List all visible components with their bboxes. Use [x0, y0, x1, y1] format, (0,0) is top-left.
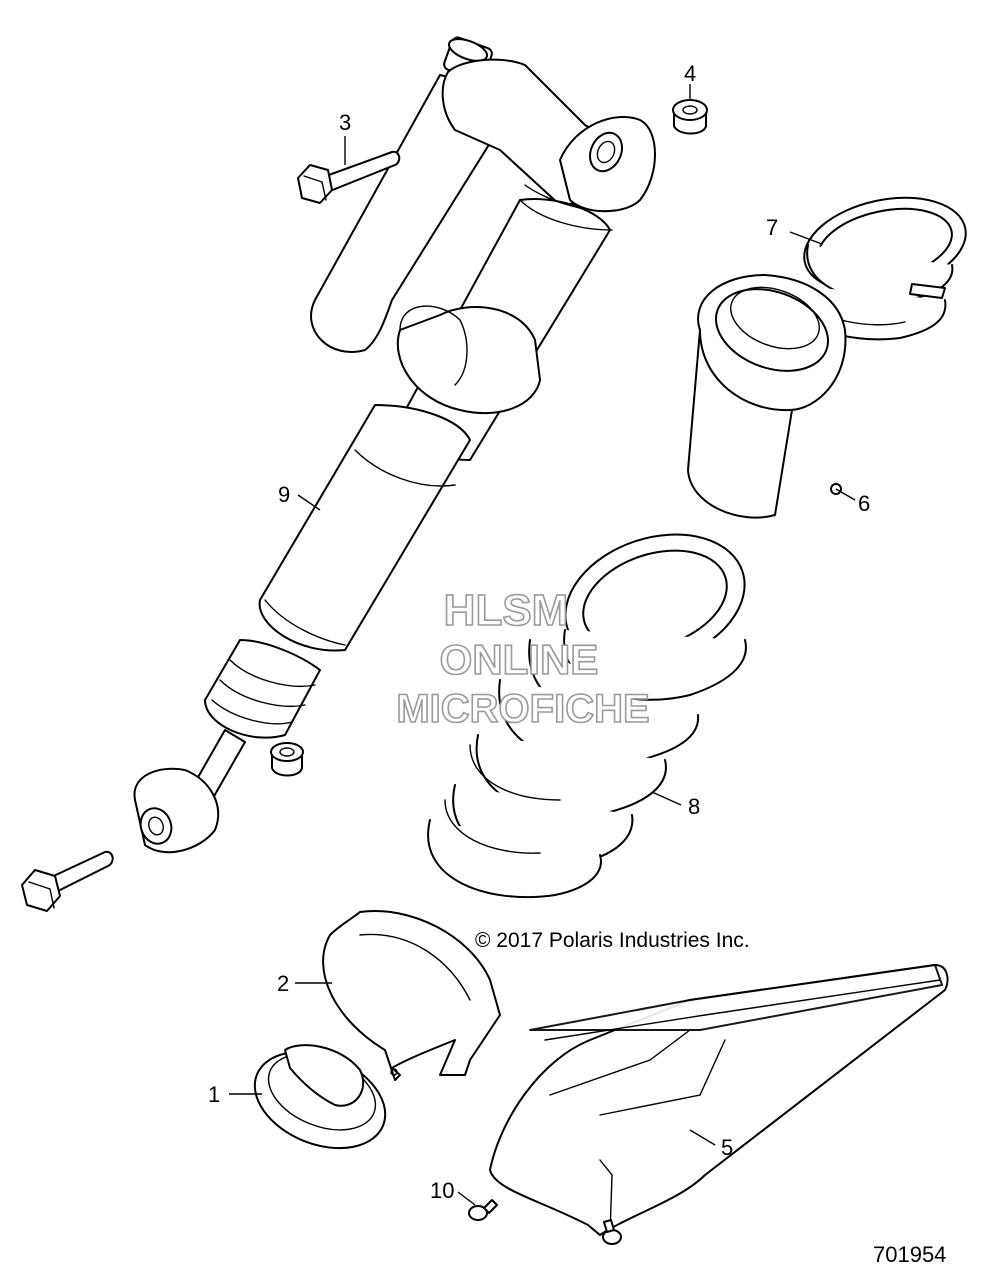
callout-7: 7 — [766, 215, 778, 240]
bushing-top — [672, 99, 708, 135]
spring-seat — [253, 1044, 387, 1150]
callout-3: 3 — [339, 110, 351, 135]
copyright-notice: © 2017 Polaris Industries Inc. — [475, 929, 750, 952]
watermark: HLSM ONLINE MICROFICHE — [396, 585, 651, 732]
shock-guard — [489, 964, 949, 1236]
bolt-lower — [21, 850, 114, 912]
spring-adapter — [687, 274, 847, 519]
figure-number: 701954 — [873, 1242, 946, 1267]
watermark-line-1: HLSM — [444, 586, 569, 635]
callout-8: 8 — [688, 794, 700, 819]
callouts: 1 2 3 4 5 6 7 8 9 10 — [208, 61, 870, 1203]
main-spring — [427, 533, 747, 899]
callout-10: 10 — [430, 1178, 454, 1203]
callout-9: 9 — [278, 482, 290, 507]
watermark-line-3: MICROFICHE — [396, 687, 649, 731]
leader-lines — [229, 84, 856, 1206]
callout-4: 4 — [684, 61, 696, 86]
callout-6: 6 — [858, 491, 870, 516]
bolt-top — [297, 150, 401, 204]
watermark-line-2: ONLINE — [440, 636, 599, 683]
callout-5: 5 — [721, 1135, 733, 1160]
retainer-plate — [322, 910, 501, 1081]
screw — [468, 1199, 622, 1245]
callout-2: 2 — [277, 971, 289, 996]
shock-absorber — [133, 36, 656, 854]
callout-1: 1 — [208, 1082, 220, 1107]
bushing — [270, 742, 304, 777]
